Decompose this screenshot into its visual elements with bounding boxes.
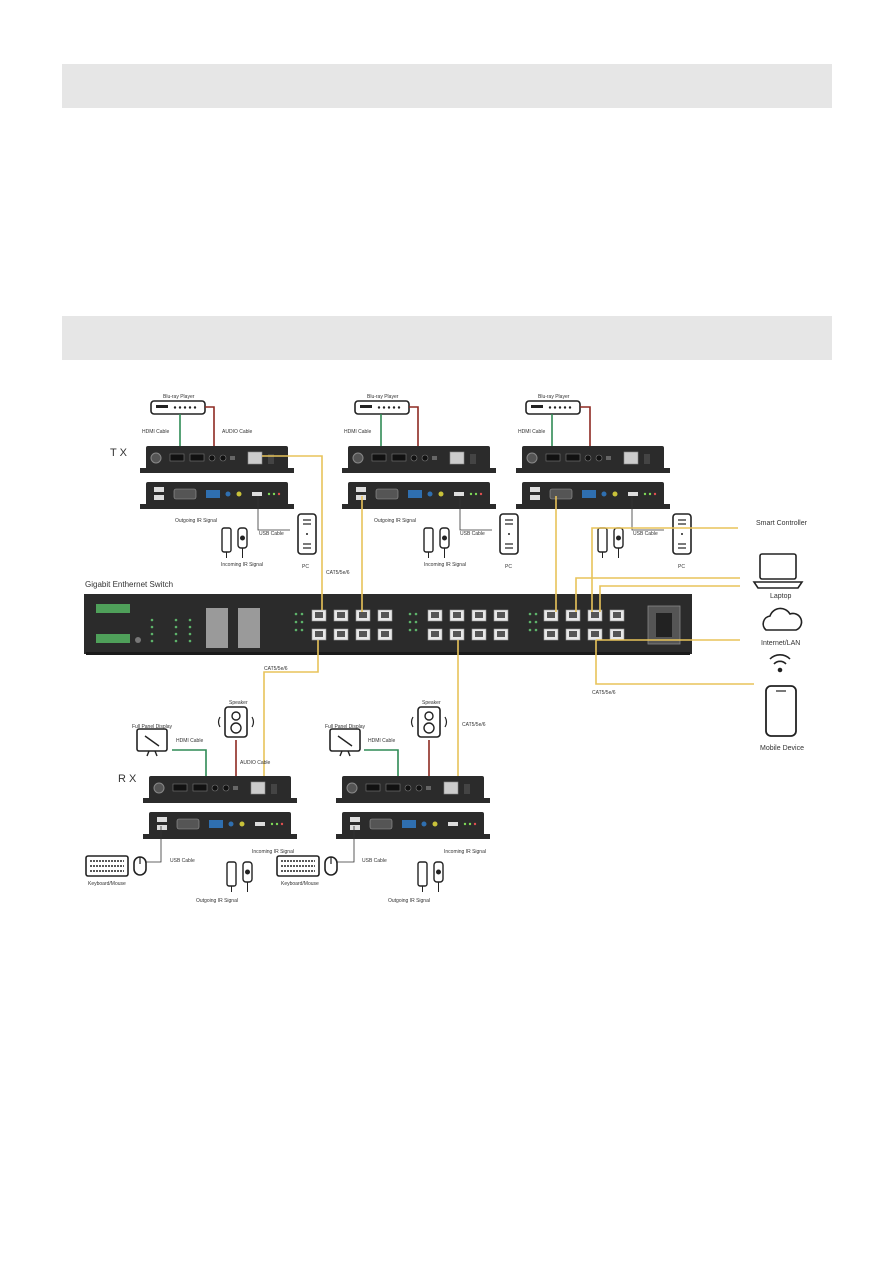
ir-in-label: Incoming IR Signal bbox=[252, 849, 294, 855]
ir-out-label: Outgoing IR Signal bbox=[175, 518, 217, 524]
ir-emitter-receiver-icon bbox=[221, 527, 248, 559]
display-icon bbox=[136, 728, 168, 757]
speaker-icon bbox=[410, 706, 448, 738]
ir-in-label: Incoming IR Signal bbox=[424, 562, 466, 568]
section-header-band bbox=[62, 316, 832, 360]
cat-cable-label: CAT5/5e/6 bbox=[592, 690, 616, 696]
ir-in-label: Incoming IR Signal bbox=[221, 562, 263, 568]
tx-extender-front bbox=[341, 445, 497, 474]
switch-title: Gigabit Enthernet Switch bbox=[85, 580, 173, 589]
wireless-signal-icon bbox=[769, 654, 791, 673]
ir-in-label: Incoming IR Signal bbox=[444, 849, 486, 855]
speaker-label: Speaker bbox=[229, 700, 248, 706]
pc-icon bbox=[499, 513, 519, 555]
rx-extender-front bbox=[335, 775, 491, 804]
usb-cable-label: USB Cable bbox=[259, 531, 284, 537]
rx-extender-back bbox=[335, 811, 491, 840]
pc-label: PC bbox=[678, 564, 685, 570]
rx-extender-back bbox=[142, 811, 298, 840]
display-icon bbox=[329, 728, 361, 757]
bluray-player-icon bbox=[354, 400, 410, 415]
ir-out-label: Outgoing IR Signal bbox=[388, 898, 430, 904]
tx-extender-back bbox=[515, 481, 671, 510]
internet-label: Internet/LAN bbox=[761, 640, 800, 647]
cat-cable-label: CAT5/5e/6 bbox=[462, 722, 486, 728]
hdmi-cable-label: HDMI Cable bbox=[368, 738, 395, 744]
cat-cable-label: CAT5/5e/6 bbox=[326, 570, 350, 576]
keyboard-mouse-icon bbox=[276, 855, 338, 877]
hdmi-cable-label: HDMI Cable bbox=[344, 429, 371, 435]
rx-extender-front bbox=[142, 775, 298, 804]
keyboard-label: Keyboard/Mouse bbox=[281, 881, 319, 887]
cat-cable bbox=[262, 455, 754, 788]
pc-icon bbox=[297, 513, 317, 555]
laptop-icon bbox=[752, 553, 804, 589]
speaker-icon bbox=[217, 706, 255, 738]
display-label: Full Panel Display bbox=[325, 724, 366, 730]
tx-label: T X bbox=[110, 447, 128, 459]
section-header-band bbox=[62, 64, 832, 108]
keyboard-label: Keyboard/Mouse bbox=[88, 881, 126, 887]
usb-cable-label: USB Cable bbox=[633, 531, 658, 537]
audio-cable-label: AUDIO Cable bbox=[222, 429, 253, 435]
tx-extender-back bbox=[341, 481, 497, 510]
rx-label: R X bbox=[118, 773, 137, 785]
ir-emitter-receiver-icon bbox=[417, 861, 444, 893]
audio-cable bbox=[205, 406, 215, 458]
source-label: Blu-ray Player bbox=[538, 394, 570, 400]
usb-cable-label: USB Cable bbox=[460, 531, 485, 537]
display-label: Full Panel Display bbox=[132, 724, 173, 730]
ir-emitter-receiver-icon bbox=[226, 861, 253, 893]
hdmi-cable-label: HDMI Cable bbox=[176, 738, 203, 744]
pc-label: PC bbox=[302, 564, 309, 570]
hdmi-cable-label: HDMI Cable bbox=[518, 429, 545, 435]
hdmi-cable-label: HDMI Cable bbox=[142, 429, 169, 435]
usb-cable-label: USB Cable bbox=[170, 858, 195, 864]
source-label: Blu-ray Player bbox=[367, 394, 399, 400]
ir-out-label: Outgoing IR Signal bbox=[374, 518, 416, 524]
ethernet-switch bbox=[84, 594, 692, 654]
keyboard-mouse-icon bbox=[85, 855, 147, 877]
cloud-icon bbox=[762, 607, 803, 631]
audio-cable-label: AUDIO Cable bbox=[240, 760, 271, 766]
laptop-label: Laptop bbox=[770, 593, 792, 600]
pc-label: PC bbox=[505, 564, 512, 570]
ir-emitter-receiver-icon bbox=[597, 527, 624, 559]
source-label: Blu-ray Player bbox=[163, 394, 195, 400]
usb-cable-label: USB Cable bbox=[362, 858, 387, 864]
ir-emitter-receiver-icon bbox=[423, 527, 450, 559]
tx-extender-front bbox=[515, 445, 671, 474]
mobile-device-label: Mobile Device bbox=[760, 745, 804, 752]
tx-extender-front bbox=[139, 445, 295, 474]
smart-controller-label: Smart Controller bbox=[756, 520, 808, 527]
pc-icon bbox=[672, 513, 692, 555]
cat-cable-label: CAT5/5e/6 bbox=[264, 666, 288, 672]
bluray-player-icon bbox=[525, 400, 581, 415]
mobile-device-icon bbox=[765, 685, 797, 737]
tx-extender-back bbox=[139, 481, 295, 510]
bluray-player-icon bbox=[150, 400, 206, 415]
ir-out-label: Outgoing IR Signal bbox=[196, 898, 238, 904]
speaker-label: Speaker bbox=[422, 700, 441, 706]
